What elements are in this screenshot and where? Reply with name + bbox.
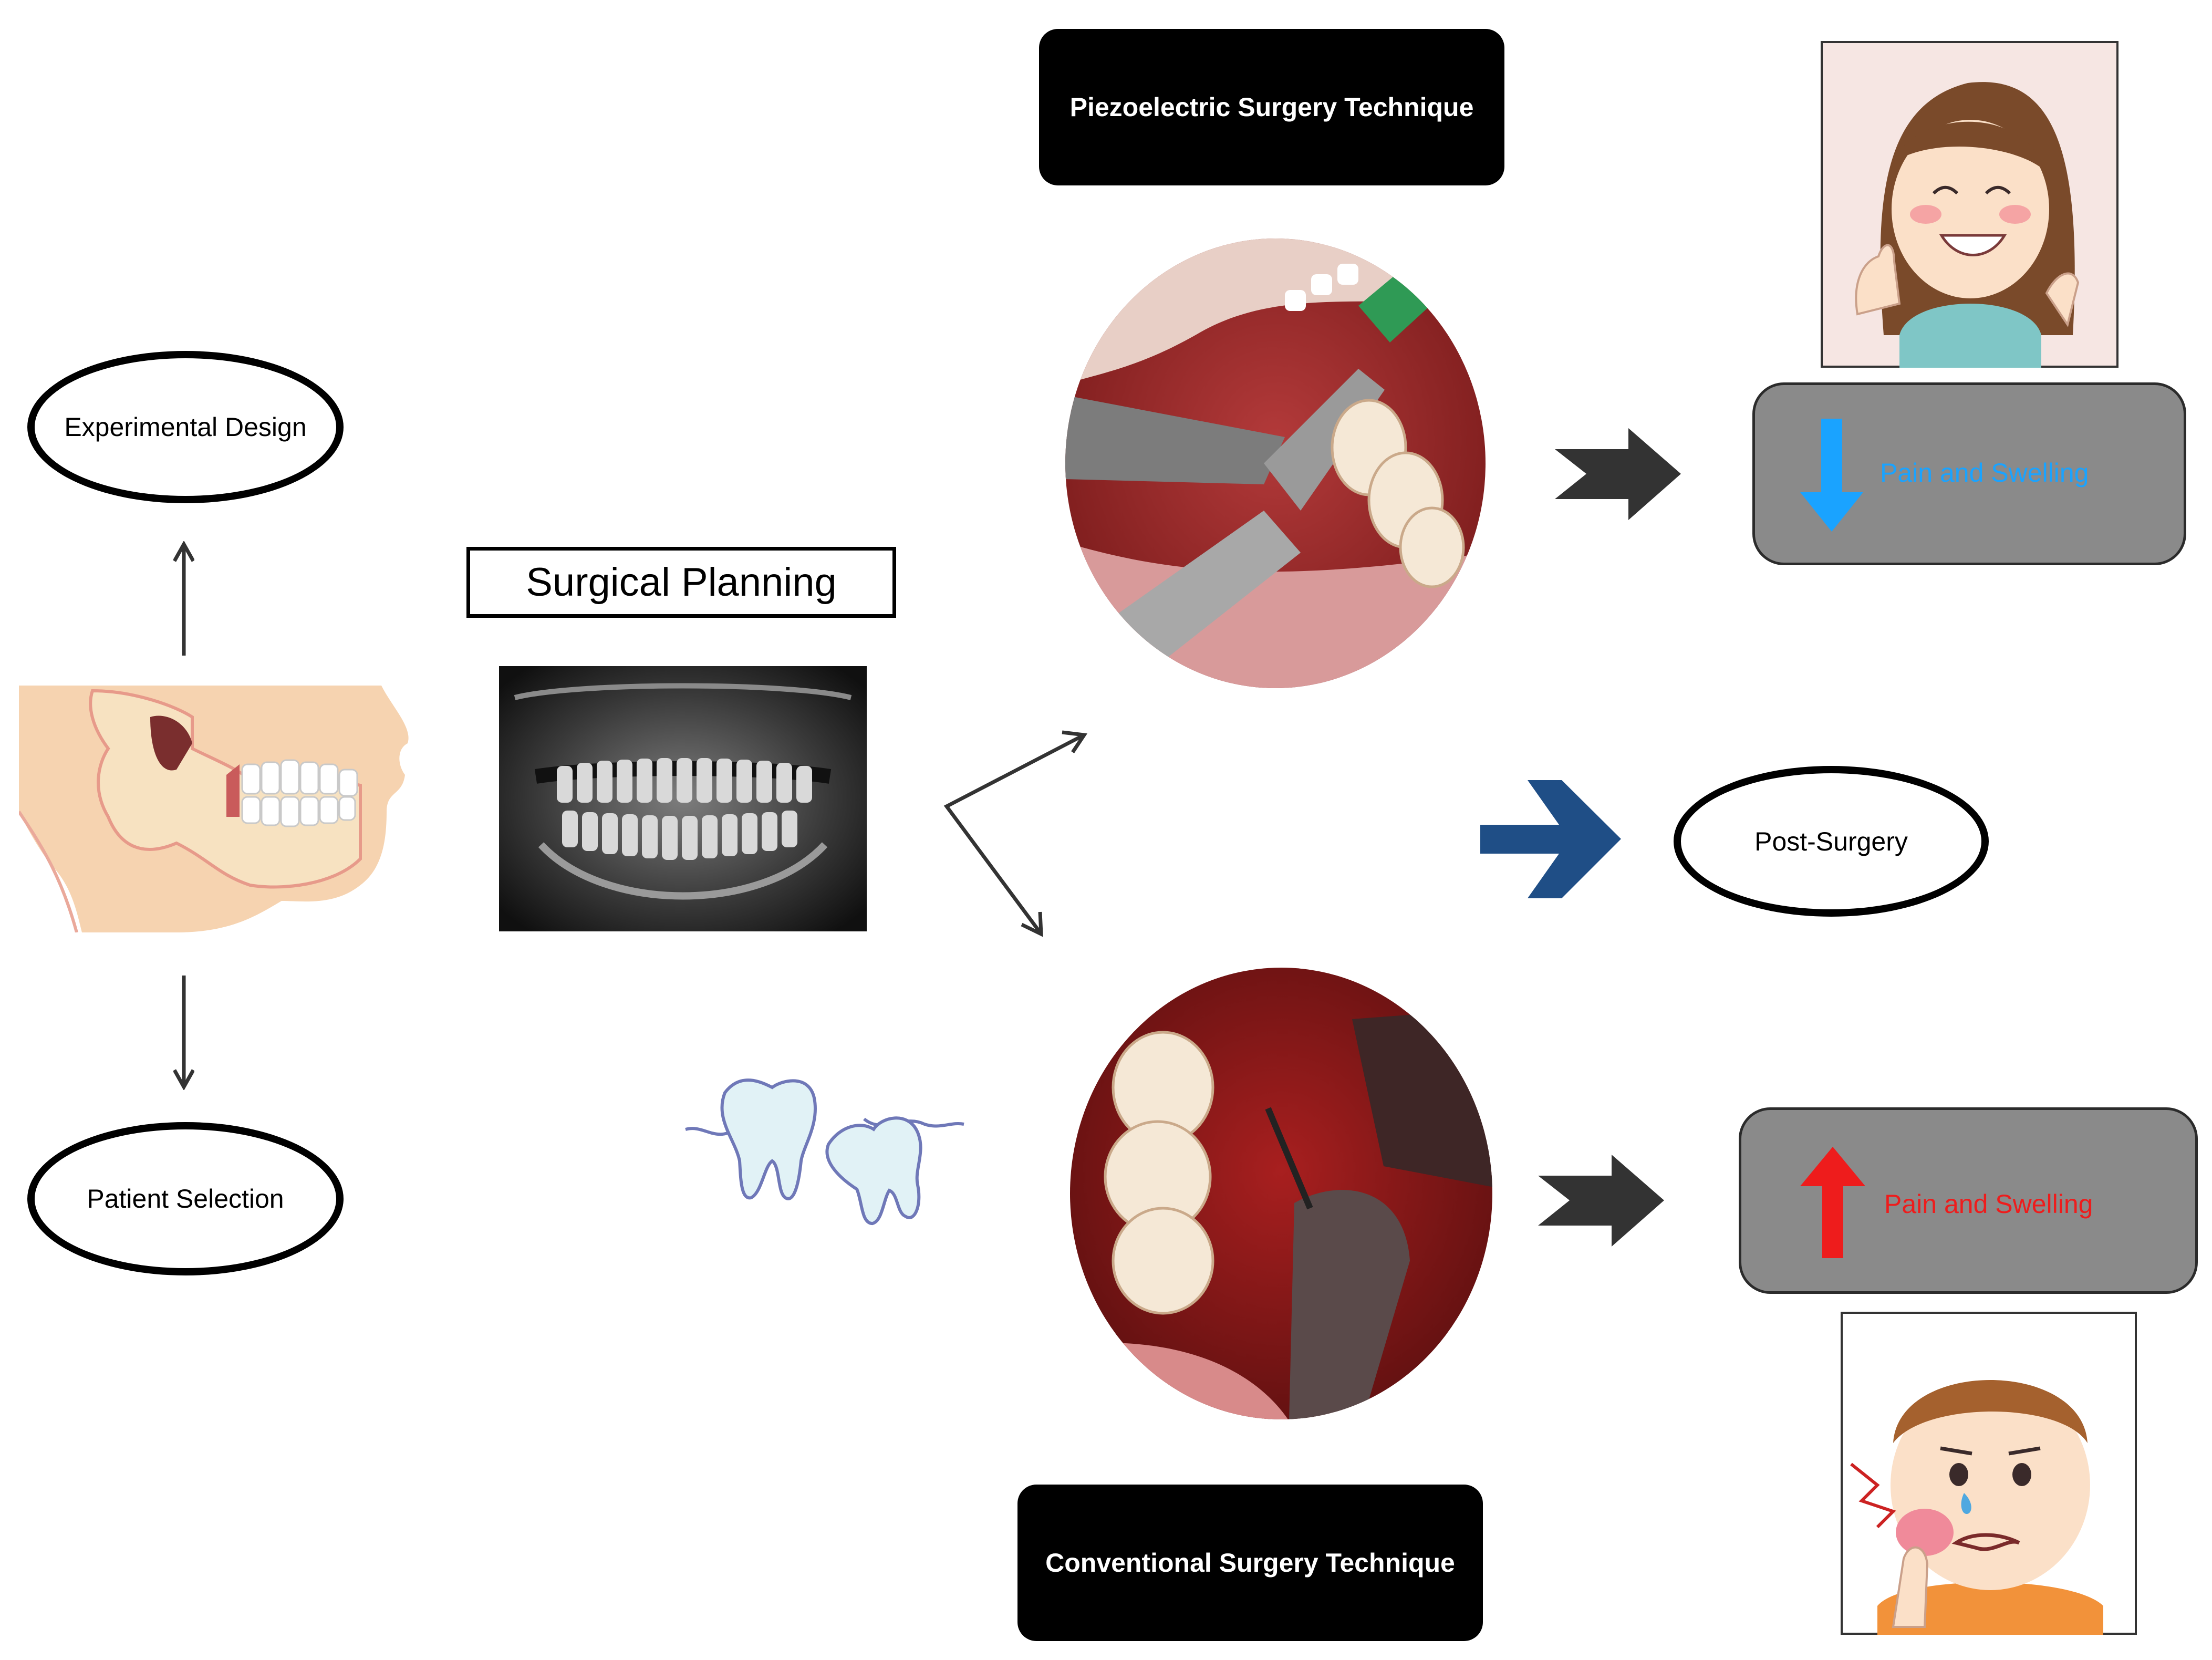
conventional-surgery-photo — [1070, 968, 1492, 1419]
patient-selection-node: Patient Selection — [27, 1122, 344, 1275]
conventional-technique-box: Conventional Surgery Technique — [1017, 1485, 1483, 1641]
piezo-outcome-box: Pain and Swelling — [1752, 382, 2186, 565]
post-surgery-node: Post-Surgery — [1674, 766, 1989, 917]
happy-girl-thumbs-up-icon — [1821, 41, 2118, 368]
experimental-design-node: Experimental Design — [27, 351, 344, 503]
patient-selection-label: Patient Selection — [87, 1184, 284, 1213]
arrow-up-to-experimental-design — [173, 541, 194, 656]
panoramic-xray-icon — [499, 666, 867, 931]
arrow-to-piezo-outcome — [1555, 428, 1681, 520]
conventional-technique-label: Conventional Surgery Technique — [1045, 1548, 1455, 1578]
piezoelectric-technique-box: Piezoelectric Surgery Technique — [1039, 29, 1504, 185]
toothache-boy-icon — [1841, 1312, 2137, 1635]
jaw-illustration-icon — [19, 686, 409, 932]
decrease-arrow-icon — [1800, 419, 1863, 532]
branch-arrows — [943, 730, 1088, 937]
surgical-planning-label: Surgical Planning — [526, 560, 837, 605]
piezoelectric-technique-label: Piezoelectric Surgery Technique — [1069, 92, 1474, 122]
conventional-pain-swelling-label: Pain and Swelling — [1884, 1189, 2093, 1219]
piezo-pain-swelling-label: Pain and Swelling — [1880, 458, 2089, 487]
arrow-down-to-patient-selection — [173, 976, 194, 1090]
conventional-outcome-box: Pain and Swelling — [1739, 1107, 2198, 1294]
increase-arrow-icon — [1800, 1147, 1865, 1258]
experimental-design-label: Experimental Design — [64, 412, 307, 442]
arrow-to-conventional-outcome — [1538, 1155, 1664, 1247]
post-surgery-label: Post-Surgery — [1754, 826, 1908, 856]
wisdom-teeth-icon — [685, 1078, 964, 1226]
piezoelectric-surgery-photo — [1065, 238, 1486, 688]
surgical-planning-box: Surgical Planning — [466, 547, 896, 618]
arrow-to-post-surgery — [1480, 780, 1621, 898]
